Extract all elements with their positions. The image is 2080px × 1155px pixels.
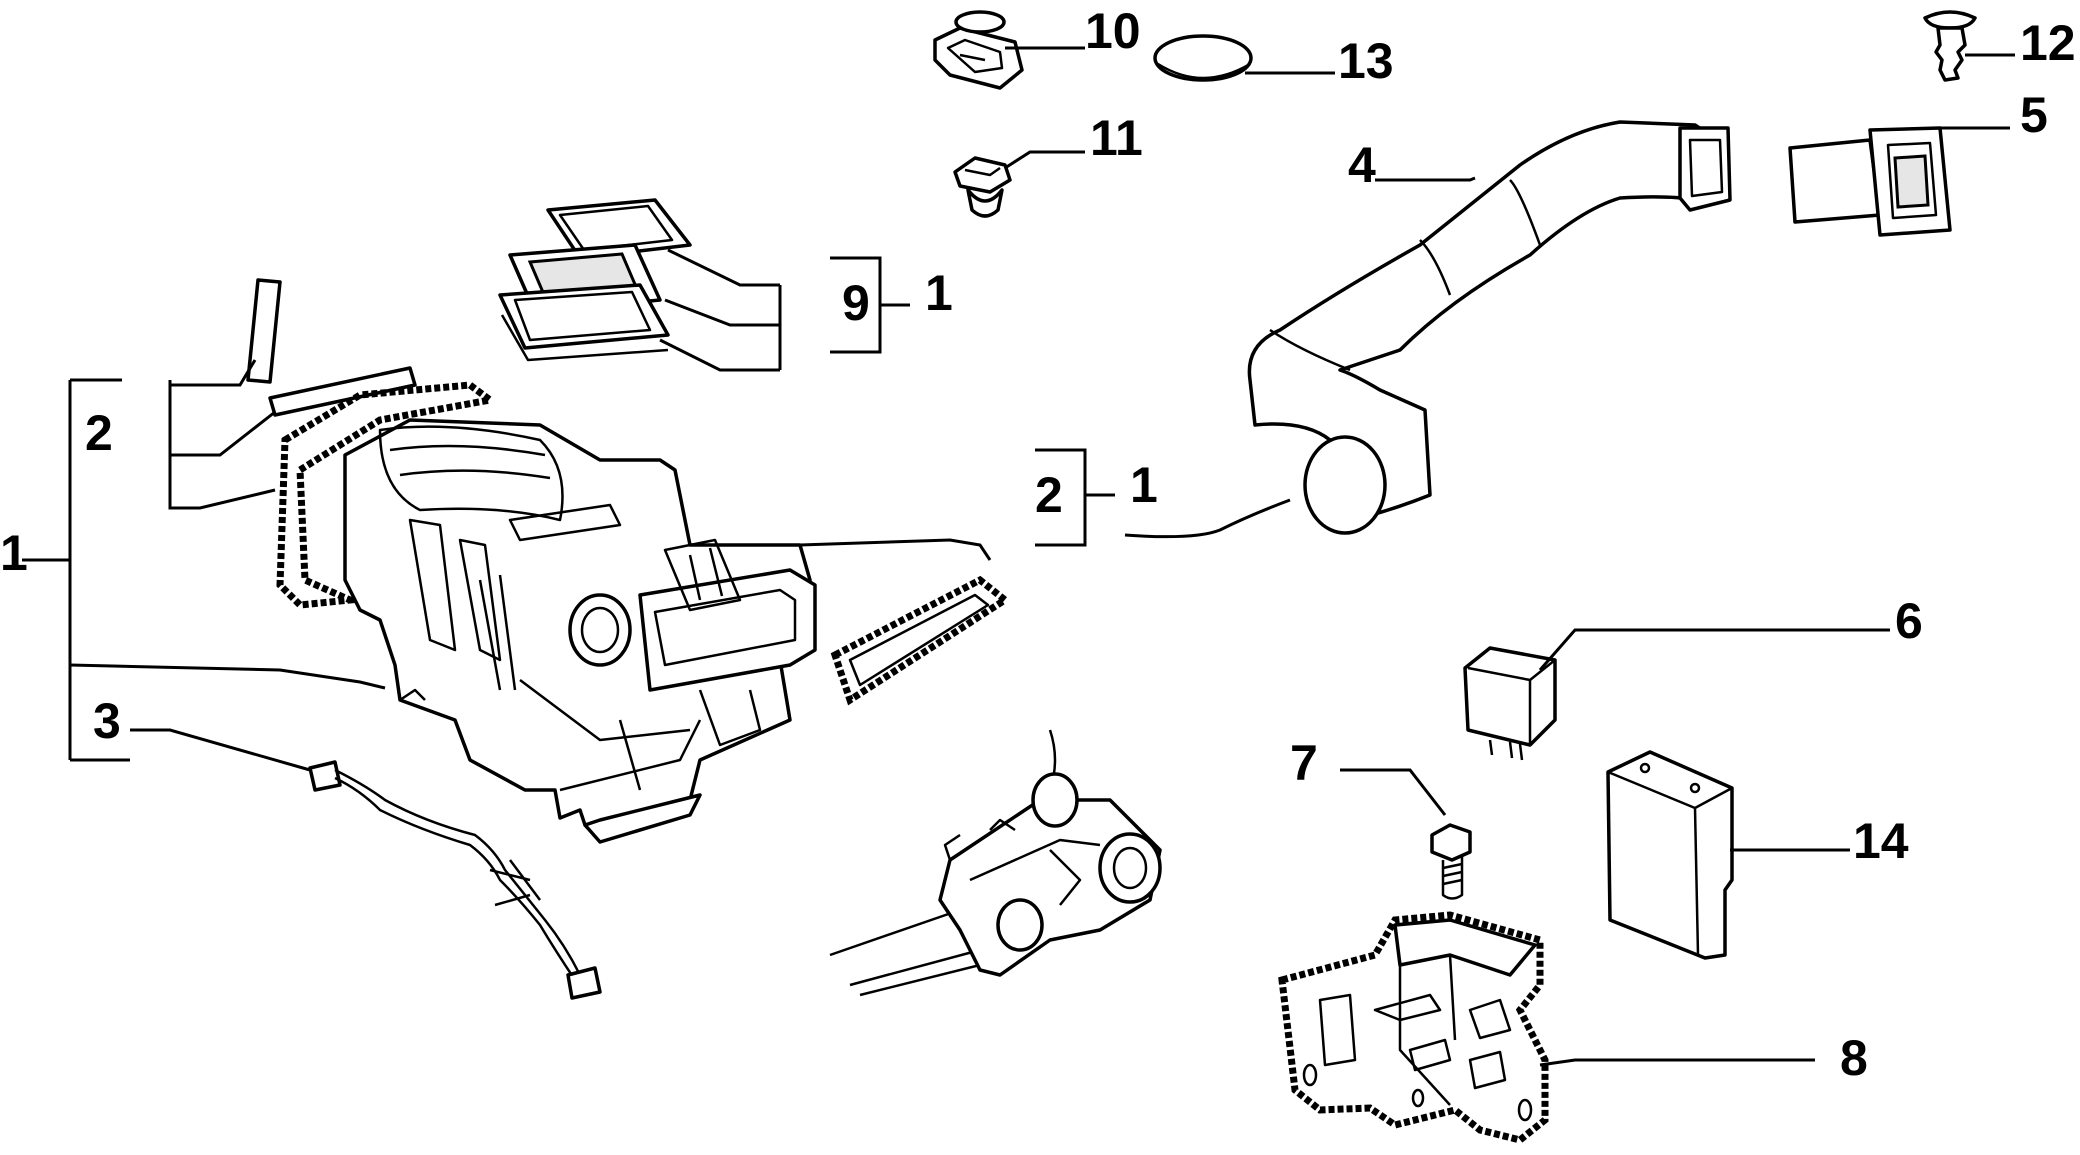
label-9-parent-1: 1: [925, 265, 953, 321]
label-8: 8: [1840, 1030, 1868, 1086]
label-group-2: 2: [85, 405, 113, 461]
label-9: 9: [842, 275, 870, 331]
climate-control-panel: [829, 729, 1162, 997]
part-2-filter-frame: [830, 575, 1011, 706]
label-4: 4: [1348, 137, 1376, 193]
label-11: 11: [1090, 110, 1143, 166]
part-8-mounting-bracket: [1278, 911, 1549, 1144]
part-12-push-pin: [954, 10, 1977, 82]
part-13-grommet: [1153, 34, 1253, 82]
label-filter-2-parent-1: 1: [1130, 457, 1158, 513]
part-9-seal-set: [498, 198, 692, 362]
part-4-air-duct: [1247, 120, 1732, 535]
part-10-clip: [933, 26, 1024, 90]
part-11-connector: [953, 156, 1012, 218]
label-7: 7: [1290, 735, 1318, 791]
label-10: 10: [1085, 3, 1141, 59]
callout-labels: 1 2 3 9 1 10 11 13 12 4 5 2 1 6 7 14 8: [0, 3, 2076, 1086]
label-12: 12: [2020, 15, 2076, 71]
part-2-foam-strips: [246, 278, 417, 417]
part-14-control-module: [1606, 750, 1734, 960]
label-3: 3: [93, 693, 121, 749]
leader-lines: [22, 46, 2015, 1067]
label-main-1: 1: [0, 525, 28, 581]
part-3-wiring-harness: [308, 760, 602, 1000]
part-5-vent-nozzle: [1788, 126, 1952, 237]
part-1-heater-housing: [276, 381, 817, 844]
part-7-bolt: [1430, 823, 1472, 900]
label-6: 6: [1895, 593, 1923, 649]
label-14: 14: [1853, 813, 1909, 869]
label-filter-2: 2: [1035, 467, 1063, 523]
label-13: 13: [1338, 33, 1394, 89]
part-6-relay: [1463, 646, 1557, 761]
label-5: 5: [2020, 87, 2048, 143]
